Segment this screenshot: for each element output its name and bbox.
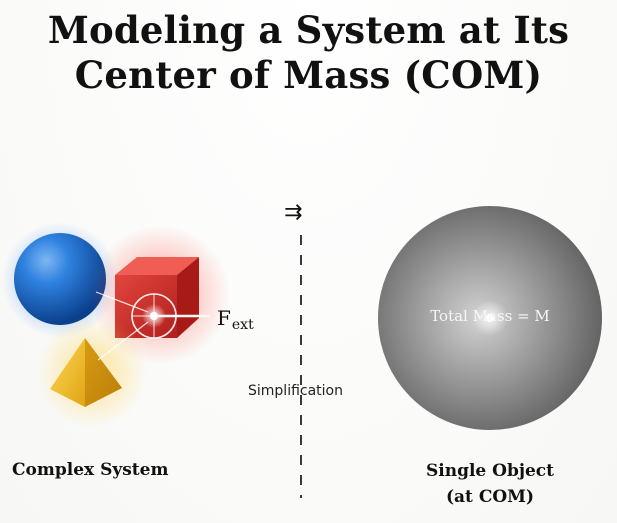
com-marker-complex — [131, 293, 177, 339]
single-object-caption: Single Object (at COM) — [380, 458, 600, 510]
simplification-label: Simplification — [248, 383, 343, 399]
force-subscript: ext — [231, 317, 254, 333]
yellow-pyramid — [36, 316, 148, 428]
transition-arrow-icon: ⇉ — [284, 200, 303, 225]
total-mass-label: Total Mass = M — [430, 307, 550, 325]
title-line-2: Center of Mass (COM) — [74, 53, 543, 97]
force-symbol: F — [217, 306, 231, 330]
com-connectors — [95, 291, 149, 361]
single-object-sphere — [378, 206, 602, 430]
diagram-title: Modeling a System at Its Center of Mass … — [0, 8, 617, 98]
external-force-label: Fext — [217, 306, 254, 333]
title-line-1: Modeling a System at Its — [47, 8, 570, 52]
complex-system-caption: Complex System — [12, 460, 169, 480]
single-object-caption-line-2: (at COM) — [445, 487, 535, 507]
blue-sphere — [2, 222, 118, 338]
single-object-caption-line-1: Single Object — [425, 461, 555, 481]
